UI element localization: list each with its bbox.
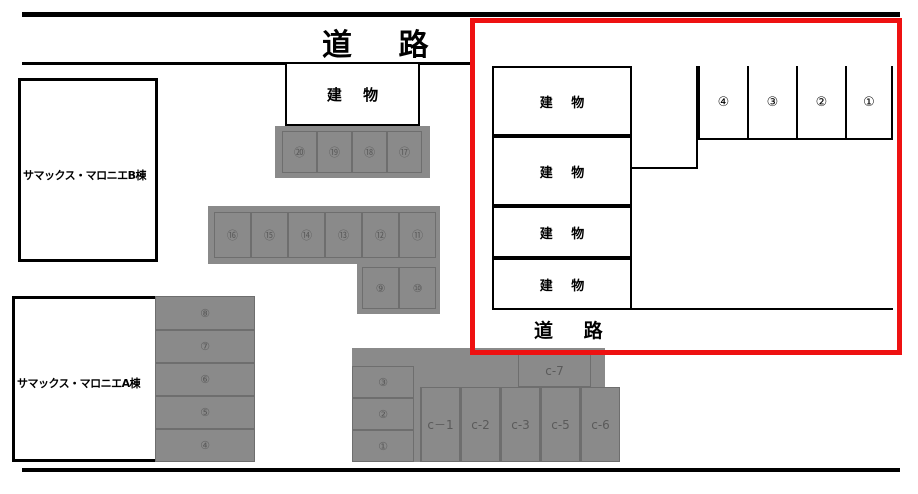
- parking-stall-4[interactable]: ④: [155, 429, 255, 462]
- inner-parking-stall-4[interactable]: ④: [698, 66, 747, 140]
- road-line-mid-left: [22, 62, 472, 65]
- building-a-label: サマックス・マロニエA棟: [17, 377, 141, 390]
- parking-stall-c-6[interactable]: c-6: [580, 387, 620, 462]
- parking-stall-6[interactable]: ⑥: [155, 363, 255, 396]
- parking-stall-11[interactable]: ⑪: [399, 212, 436, 258]
- inner-parking-stall-2[interactable]: ②: [796, 66, 845, 140]
- parking-stall-19[interactable]: ⑲: [317, 131, 352, 173]
- parking-stall-15[interactable]: ⑮: [251, 212, 288, 258]
- inner-building-1: 建 物: [492, 66, 632, 136]
- road-label-inner: 道 路: [534, 320, 615, 342]
- inner-road-line: [492, 308, 893, 310]
- parking-stall-13[interactable]: ⑬: [325, 212, 362, 258]
- parking-stall-c-3[interactable]: c-3: [500, 387, 540, 462]
- parking-stall-5[interactable]: ⑤: [155, 396, 255, 429]
- parking-stall-20[interactable]: ⑳: [282, 131, 317, 173]
- parking-stall-1[interactable]: ①: [352, 430, 414, 462]
- parking-stall-14[interactable]: ⑭: [288, 212, 325, 258]
- parking-group-bottom-right: ③ ② ① c-7 c－1 c-2 c-3 c-5 c-6: [352, 348, 620, 462]
- parking-stall-c-5[interactable]: c-5: [540, 387, 580, 462]
- parking-group-middle-lower: ⑨ ⑩: [357, 264, 440, 314]
- inner-parking-stall-1[interactable]: ①: [845, 66, 893, 140]
- parking-stall-10[interactable]: ⑩: [399, 267, 436, 309]
- parking-stall-c-7[interactable]: c-7: [518, 354, 591, 387]
- road-line-top: [22, 12, 900, 17]
- inner-courtyard: [632, 66, 698, 169]
- building-a-block: サマックス・マロニエA棟: [12, 296, 160, 462]
- parking-stall-3[interactable]: ③: [352, 366, 414, 398]
- parking-stall-9[interactable]: ⑨: [362, 267, 399, 309]
- parking-stall-8[interactable]: ⑧: [155, 296, 255, 330]
- inner-building-2: 建 物: [492, 136, 632, 206]
- building-top-middle-label: 建 物: [326, 86, 387, 104]
- inner-building-3: 建 物: [492, 206, 632, 258]
- road-label-top: 道 路: [322, 28, 447, 63]
- parking-group-a-column: ⑧ ⑦ ⑥ ⑤ ④: [155, 296, 255, 462]
- parking-stall-7[interactable]: ⑦: [155, 330, 255, 363]
- building-b-block: サマックス・マロニエB棟: [18, 78, 158, 262]
- parking-stall-16[interactable]: ⑯: [214, 212, 251, 258]
- parking-stall-18[interactable]: ⑱: [352, 131, 387, 173]
- parking-stall-c-1[interactable]: c－1: [420, 387, 460, 462]
- building-top-middle: 建 物: [285, 64, 420, 126]
- parking-stall-17[interactable]: ⑰: [387, 131, 422, 173]
- road-line-bottom: [22, 468, 900, 472]
- parking-group-middle-row: ⑯ ⑮ ⑭ ⑬ ⑫ ⑪: [208, 206, 440, 264]
- parking-stall-2[interactable]: ②: [352, 398, 414, 430]
- inner-building-4: 建 物: [492, 258, 632, 310]
- building-b-label: サマックス・マロニエB棟: [23, 169, 147, 182]
- parking-stall-12[interactable]: ⑫: [362, 212, 399, 258]
- parking-stall-c-2[interactable]: c-2: [460, 387, 500, 462]
- parking-group-top-row: ⑳ ⑲ ⑱ ⑰: [275, 126, 430, 178]
- inner-parking-stall-3[interactable]: ③: [747, 66, 796, 140]
